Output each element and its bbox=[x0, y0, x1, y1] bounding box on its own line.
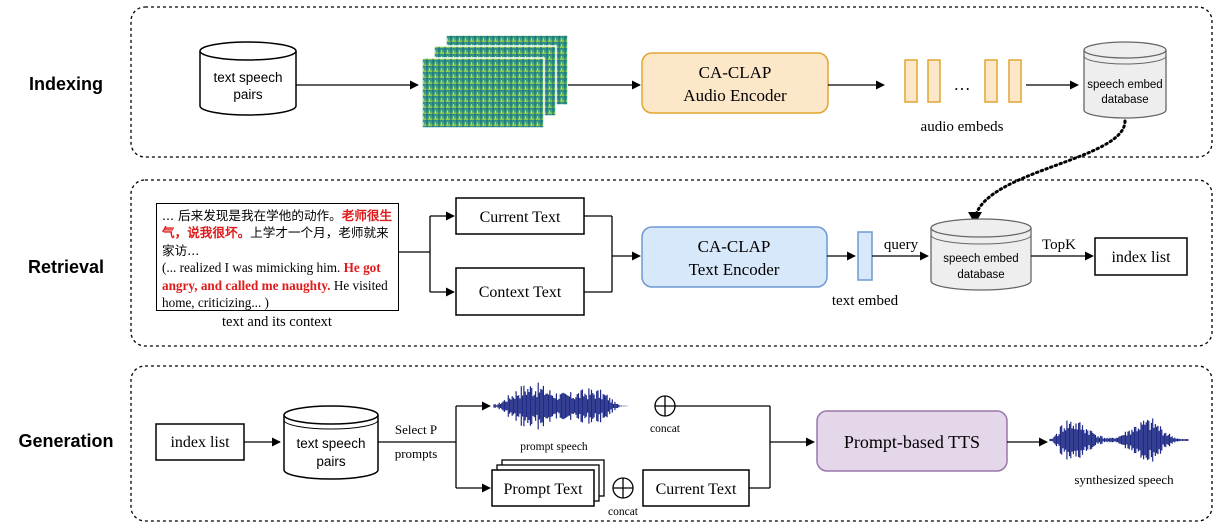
waveform-trace bbox=[493, 382, 629, 430]
prompt-based-tts: Prompt-based TTS bbox=[816, 410, 1008, 472]
context-zh-text: ... 后来发现是我在学他的动作。 bbox=[162, 208, 342, 223]
db-label: text speech bbox=[296, 436, 365, 451]
audio-embeds: … bbox=[904, 59, 1022, 103]
retrieval-section bbox=[130, 179, 1213, 347]
encoder-label: Text Encoder bbox=[689, 260, 780, 279]
text-speech-pairs-db: text speech pairs bbox=[199, 41, 297, 116]
query-label: query bbox=[884, 237, 919, 253]
box-label: index list bbox=[1111, 249, 1171, 266]
context-en-text: He visited home, criticizing... ) bbox=[162, 277, 388, 311]
current-text-box-retrieval: Current Text bbox=[455, 197, 585, 235]
db-label: database bbox=[957, 269, 1004, 281]
topk-label: TopK bbox=[1042, 237, 1076, 253]
encoder-label: Audio Encoder bbox=[683, 86, 787, 105]
select-label: prompts bbox=[395, 446, 438, 461]
concat-symbol-bottom bbox=[612, 477, 634, 499]
current-text-box-generation: Current Text bbox=[642, 469, 750, 507]
dotted-connector bbox=[973, 119, 1127, 220]
section-label-retrieval: Retrieval bbox=[28, 257, 104, 277]
speech-embed-database-retrieval: speech embed database bbox=[930, 218, 1032, 291]
tts-label: Prompt-based TTS bbox=[844, 432, 980, 452]
section-label-indexing: Indexing bbox=[29, 74, 103, 94]
concat-label: concat bbox=[608, 506, 639, 518]
speech-embed-database-indexing: speech embed database bbox=[1083, 41, 1167, 119]
context-text-box: Context Text bbox=[455, 267, 585, 316]
box-label: index list bbox=[170, 434, 230, 451]
db-label: speech embed bbox=[1087, 79, 1162, 91]
db-label: speech embed bbox=[943, 253, 1018, 265]
db-label: text speech bbox=[213, 70, 282, 85]
db-label: database bbox=[1101, 94, 1148, 106]
ca-clap-text-encoder: CA-CLAP Text Encoder bbox=[641, 226, 828, 288]
spectrogram-stack bbox=[421, 34, 569, 129]
box-label: Current Text bbox=[656, 481, 737, 498]
box-label: Context Text bbox=[479, 284, 562, 301]
context-zh-highlight: 老师很生气，说我很坏。 bbox=[162, 208, 393, 241]
concat-symbol-top bbox=[654, 395, 676, 417]
context-zh-text: 上学才一个月，老师就来家访... bbox=[162, 225, 389, 258]
ca-clap-audio-encoder: CA-CLAP Audio Encoder bbox=[641, 52, 829, 114]
indexing-section bbox=[130, 6, 1213, 158]
index-list-box-generation: index list bbox=[155, 423, 245, 461]
prompt-speech-caption: prompt speech bbox=[520, 441, 588, 453]
prompt-speech-waveform bbox=[493, 382, 629, 430]
box-label: Prompt Text bbox=[503, 481, 583, 498]
ellipsis: … bbox=[954, 75, 971, 94]
context-en-highlight: He got angry, and called me naughty. bbox=[162, 260, 381, 293]
section-label-generation: Generation bbox=[18, 431, 113, 451]
text-embed-caption: text embed bbox=[832, 293, 899, 309]
synth-caption: synthesized speech bbox=[1074, 472, 1174, 487]
concat-label: concat bbox=[650, 423, 681, 435]
index-list-box-retrieval: index list bbox=[1094, 237, 1188, 276]
text-speech-pairs-db-generation: text speech pairs bbox=[283, 405, 379, 480]
encoder-label: CA-CLAP bbox=[698, 237, 771, 256]
context-caption: text and its context bbox=[222, 314, 332, 330]
db-label: pairs bbox=[316, 454, 346, 469]
synthesized-speech-waveform bbox=[1049, 418, 1189, 462]
context-en-text: (... realized I was mimicking him. bbox=[162, 260, 344, 276]
db-label: pairs bbox=[233, 87, 263, 102]
prompt-text-stack: Prompt Text bbox=[491, 459, 605, 507]
text-embed-bar bbox=[857, 231, 873, 281]
text-and-context-box: ... 后来发现是我在学他的动作。老师很生气，说我很坏。上学才一个月，老师就来家… bbox=[156, 203, 399, 311]
box-label: Current Text bbox=[480, 209, 561, 226]
audio-embeds-caption: audio embeds bbox=[921, 119, 1004, 135]
waveform-trace bbox=[1049, 418, 1189, 462]
select-label: Select P bbox=[395, 422, 437, 437]
encoder-label: CA-CLAP bbox=[699, 63, 772, 82]
connector-arrowhead bbox=[968, 212, 982, 224]
